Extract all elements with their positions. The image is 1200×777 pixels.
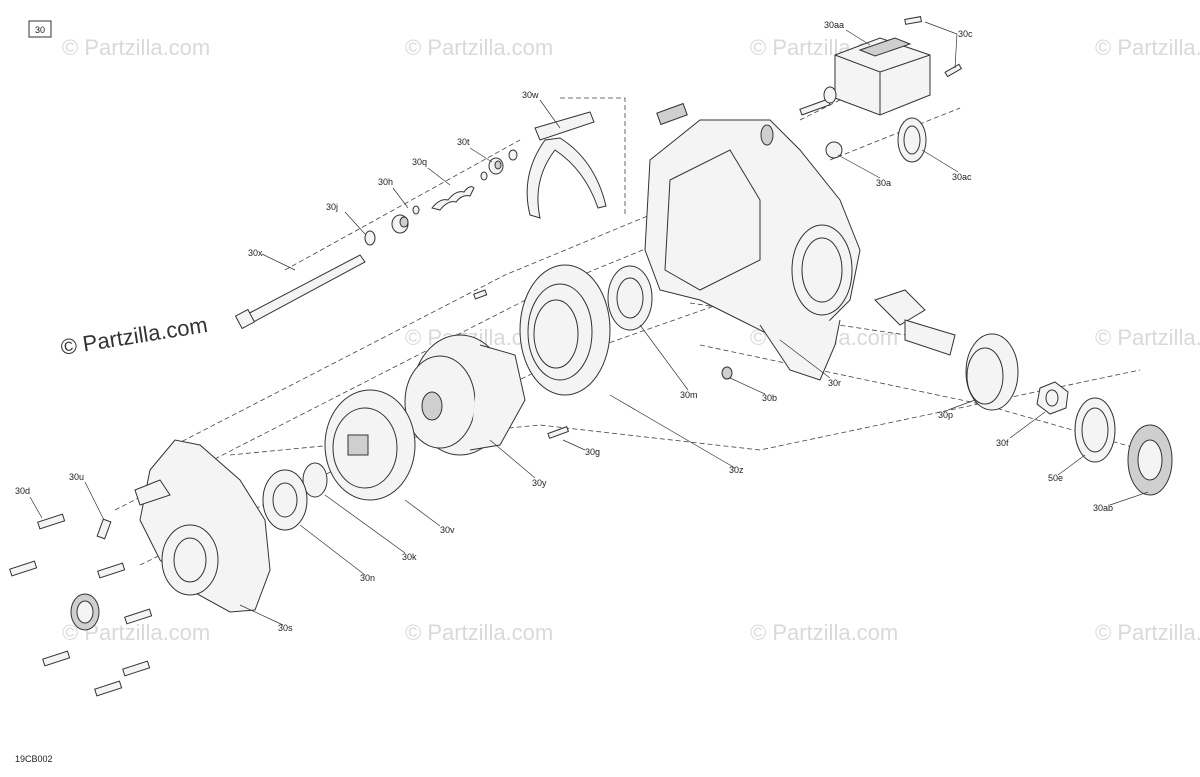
cover-bolts (9, 513, 153, 697)
label-50e: 50e (1048, 473, 1063, 483)
small-shaft-parts (364, 149, 518, 246)
pin-30g (473, 289, 570, 439)
lock-ring-50e (1074, 397, 1116, 463)
pinion-shaft (874, 289, 956, 356)
shift-fork (526, 111, 607, 219)
ring-gear (519, 264, 611, 396)
label-30c: 30c (958, 29, 973, 39)
label-30t: 30t (457, 137, 470, 147)
watermark: © Partzilla.com (62, 35, 210, 60)
label-30p: 30p (938, 410, 953, 420)
watermark: © Partzilla.com (1095, 35, 1200, 60)
main-housing (644, 119, 861, 381)
label-30j: 30j (326, 202, 338, 212)
watermark-prominent: © Partzilla.com (59, 312, 209, 360)
seal-30ab (1127, 424, 1173, 496)
label-30w: 30w (522, 90, 539, 100)
label-30h: 30h (378, 177, 393, 187)
coupler-30v (324, 389, 416, 501)
label-30ac: 30ac (952, 172, 972, 182)
label-30f: 30f (996, 438, 1009, 448)
bearing-30n (262, 469, 308, 531)
label-30b: 30b (762, 393, 777, 403)
bearing-30m (607, 265, 653, 331)
cover-30s (134, 439, 271, 613)
label-30ab: 30ab (1093, 503, 1113, 513)
label-30d: 30d (15, 486, 30, 496)
label-30u: 30u (69, 472, 84, 482)
label-30s: 30s (278, 623, 293, 633)
label-30q: 30q (412, 157, 427, 167)
label-30g: 30g (585, 447, 600, 457)
watermark: © Partzilla.com (405, 35, 553, 60)
nut-30f (1036, 381, 1069, 415)
page-reference-box: 30 (28, 20, 52, 38)
label-30r: 30r (828, 378, 841, 388)
label-30z: 30z (729, 465, 744, 475)
label-30x: 30x (248, 248, 263, 258)
label-30v: 30v (440, 525, 455, 535)
label-30aa: 30aa (824, 20, 844, 30)
diagram-code: 19CB002 (15, 754, 53, 764)
label-30k: 30k (402, 552, 417, 562)
watermark: © Partzilla.com (1095, 620, 1200, 645)
page-reference: 30 (35, 25, 45, 35)
watermark: © Partzilla.com (1095, 325, 1200, 350)
differential-30y (404, 334, 526, 456)
shift-rod (234, 254, 366, 330)
label-30a: 30a (876, 178, 891, 188)
label-30m: 30m (680, 390, 698, 400)
bearing-30p (965, 333, 1019, 411)
label-30y: 30y (532, 478, 547, 488)
bolt-30b (721, 366, 733, 380)
shift-actuator (799, 16, 963, 116)
watermark: © Partzilla.com (750, 620, 898, 645)
watermark: © Partzilla.com (405, 620, 553, 645)
callout-labels: 30aa 30c 30w 30t 30q 30h 30j 30x 30a 30a… (15, 20, 1113, 633)
leader-lines (29, 21, 1149, 626)
label-30n: 30n (360, 573, 375, 583)
o-ring-30k (302, 462, 328, 498)
seal-and-plug (656, 102, 927, 163)
